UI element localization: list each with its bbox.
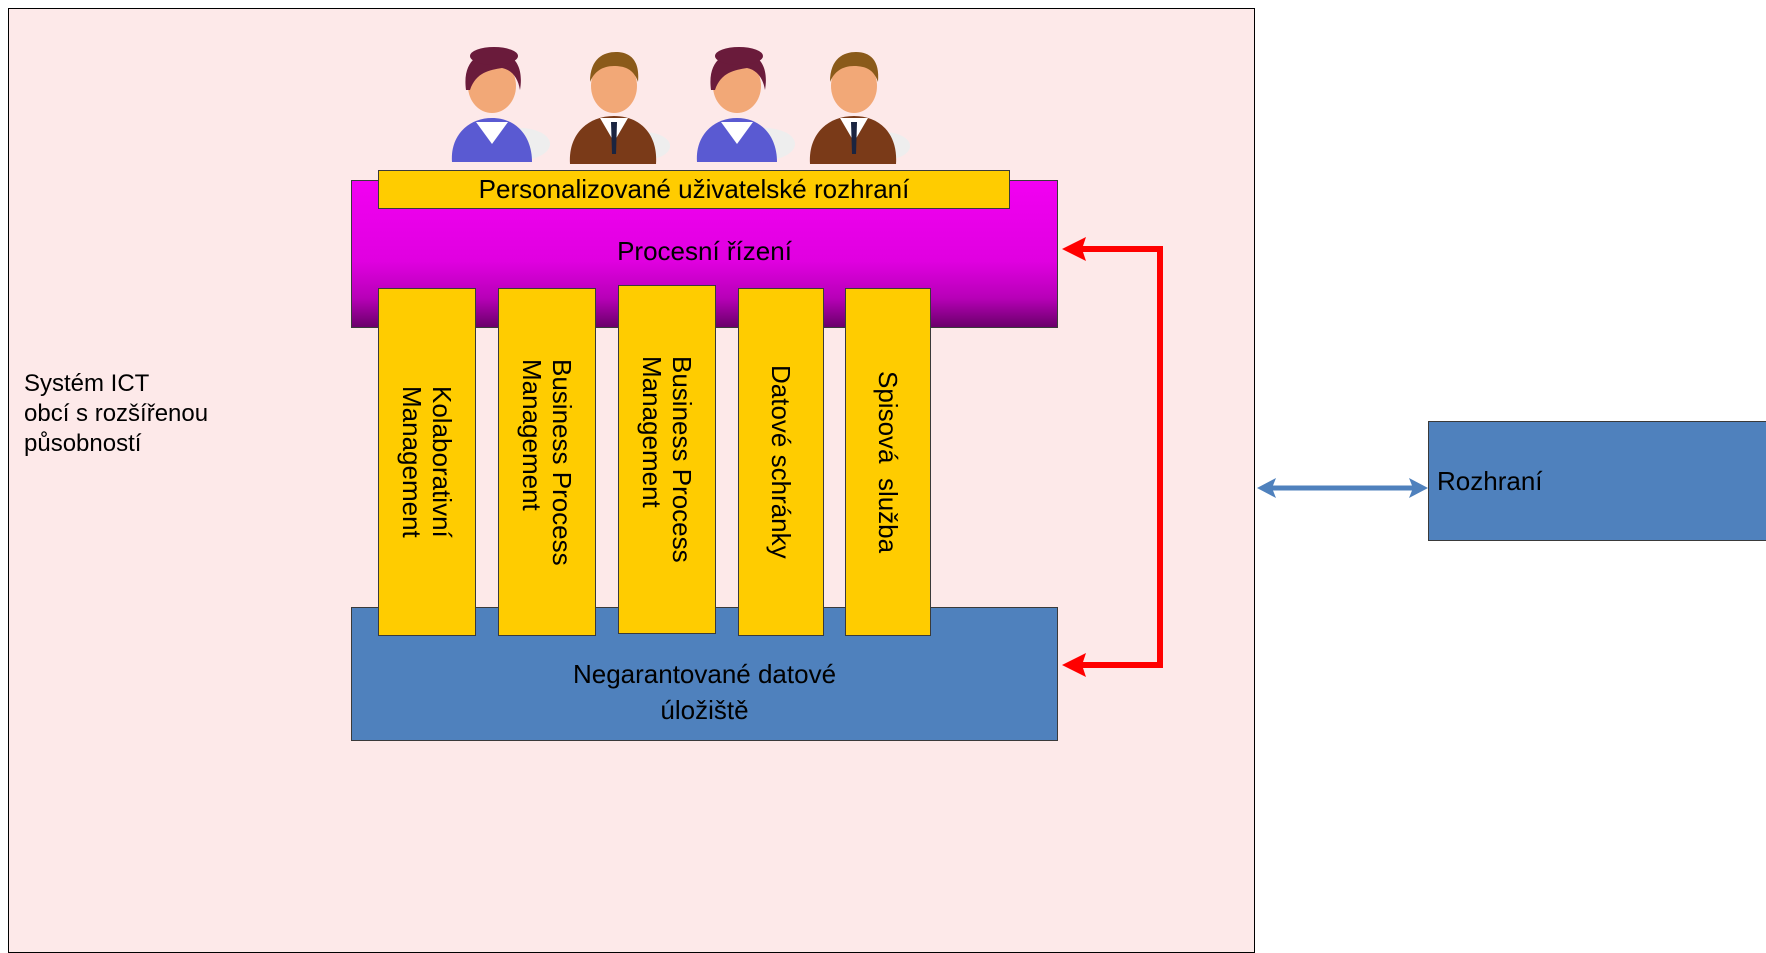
interface-link-arrow [1257,478,1428,498]
male-user-icon [569,52,670,164]
module-business-process-management-1: Business Process Management [498,288,596,636]
module-business-process-management-2: Business Process Management [618,285,716,634]
module-label-line-2: Management [637,356,667,508]
module-label-line-2: Management [397,386,427,538]
module-label-line-1: Spisová služba [873,370,903,554]
personalized-ui-layer: Personalizované uživatelské rozhraní [378,170,1010,209]
system-label-line-2: obcí s rozšířenou [24,400,209,427]
module-label-line-1: Business Process [667,356,697,563]
process-management-label: Procesní řízení [617,236,792,266]
module-collaborative-management: Kolaborativní Management [378,288,476,636]
female-user-icon [696,47,795,162]
module-label-line-1: Business Process [547,358,577,566]
interface-label: Rozhraní [1437,466,1543,496]
male-user-icon [809,52,910,164]
data-storage-label-line-1: Negarantované datové [572,659,837,689]
module-label-line-1: Kolaborativní [427,386,457,538]
system-label-line-3: působností [24,430,142,457]
data-storage-label: Negarantované datové úložiště [351,656,1058,728]
interface-box [1428,421,1766,541]
female-user-icon [451,47,550,162]
system-label: Systém ICT obcí s rozšířenou působností [24,369,314,459]
data-storage-label-line-2: úložiště [660,695,749,725]
users-group [440,44,920,174]
module-data-boxes: Datové schránky [738,288,824,636]
module-label-line-2: Management [517,358,547,511]
module-records-service: Spisová služba [845,288,931,636]
module-label-line-1: Datové schránky [766,365,796,559]
system-label-line-1: Systém ICT [24,370,150,397]
